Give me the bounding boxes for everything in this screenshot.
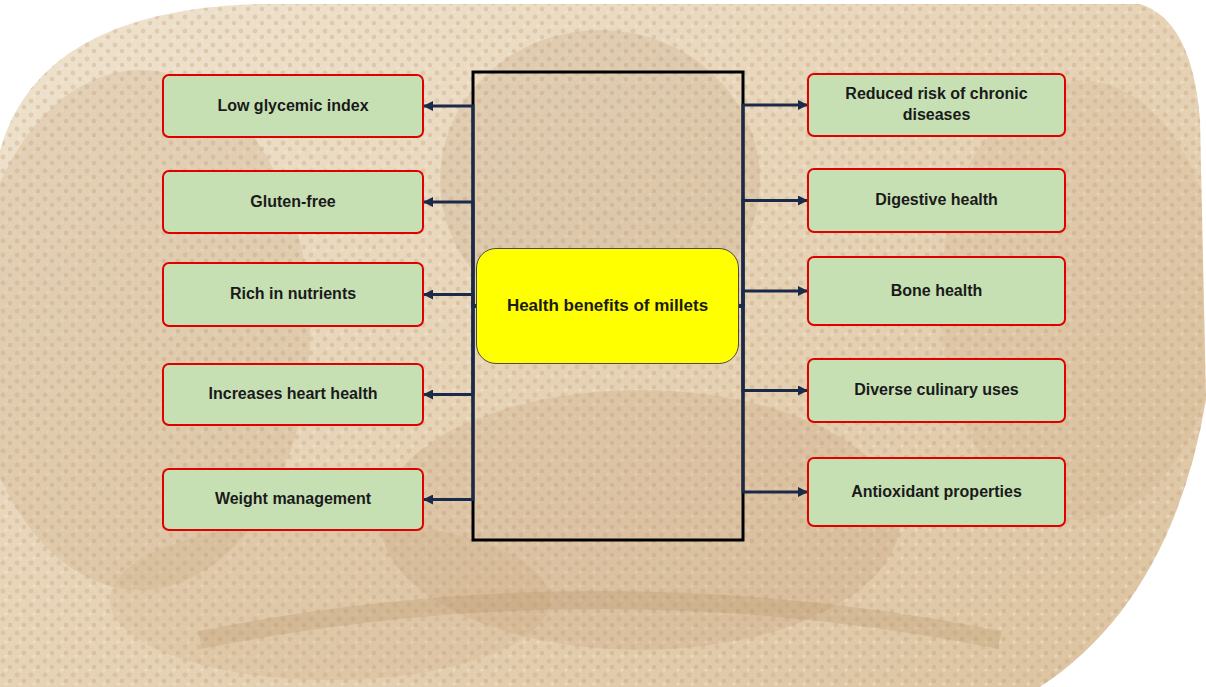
connector-arrow bbox=[424, 306, 476, 395]
text-stack: Rich in nutrients bbox=[230, 284, 356, 305]
benefit-box: Diverse culinary uses bbox=[807, 358, 1066, 423]
box-label: Bone health bbox=[891, 281, 983, 302]
text-stack: Antioxidant properties bbox=[851, 482, 1022, 503]
connector-arrow bbox=[739, 105, 807, 306]
text-stack: Diverse culinary uses bbox=[854, 380, 1019, 401]
benefit-box: Reduced risk of chronic diseases bbox=[807, 73, 1066, 137]
text-stack: Bone health bbox=[891, 281, 983, 302]
benefit-box: Rich in nutrients bbox=[162, 262, 424, 327]
box-label: Health benefits of millets bbox=[507, 295, 708, 317]
connector-arrow bbox=[424, 202, 476, 306]
benefit-box: Bone health bbox=[807, 256, 1066, 326]
benefit-box: Weight management bbox=[162, 468, 424, 531]
connector-arrow bbox=[739, 306, 807, 391]
text-stack: Weight management bbox=[215, 489, 371, 510]
text-stack: Low glycemic index bbox=[217, 96, 368, 117]
text-stack: Increases heart health bbox=[209, 384, 378, 405]
box-label: Digestive health bbox=[875, 190, 998, 211]
connector-arrow bbox=[424, 295, 476, 307]
title-box: Health benefits of millets bbox=[476, 248, 739, 364]
box-label: Low glycemic index bbox=[217, 96, 368, 117]
text-stack: Gluten-free bbox=[250, 192, 335, 213]
text-stack: Digestive health bbox=[875, 190, 998, 211]
connector-arrow bbox=[424, 306, 476, 500]
benefit-box: Gluten-free bbox=[162, 170, 424, 234]
connector-arrow bbox=[739, 201, 807, 307]
text-stack: Health benefits of millets bbox=[507, 295, 708, 317]
text-stack: Reduced risk of chronic diseases bbox=[821, 84, 1052, 126]
box-label: Diverse culinary uses bbox=[854, 380, 1019, 401]
benefit-box: Increases heart health bbox=[162, 363, 424, 426]
box-label: Weight management bbox=[215, 489, 371, 510]
benefit-box: Digestive health bbox=[807, 168, 1066, 233]
connector-arrow bbox=[739, 291, 807, 306]
benefit-box: Antioxidant properties bbox=[807, 457, 1066, 527]
box-label: Reduced risk of chronic diseases bbox=[821, 84, 1052, 126]
box-label: Gluten-free bbox=[250, 192, 335, 213]
connector-arrow bbox=[739, 306, 807, 492]
connector-arrow bbox=[424, 106, 476, 306]
box-label: Antioxidant properties bbox=[851, 482, 1022, 503]
benefit-box: Low glycemic index bbox=[162, 74, 424, 138]
box-label: Rich in nutrients bbox=[230, 284, 356, 305]
box-label: Increases heart health bbox=[209, 384, 378, 405]
frame-rectangle bbox=[473, 72, 743, 540]
